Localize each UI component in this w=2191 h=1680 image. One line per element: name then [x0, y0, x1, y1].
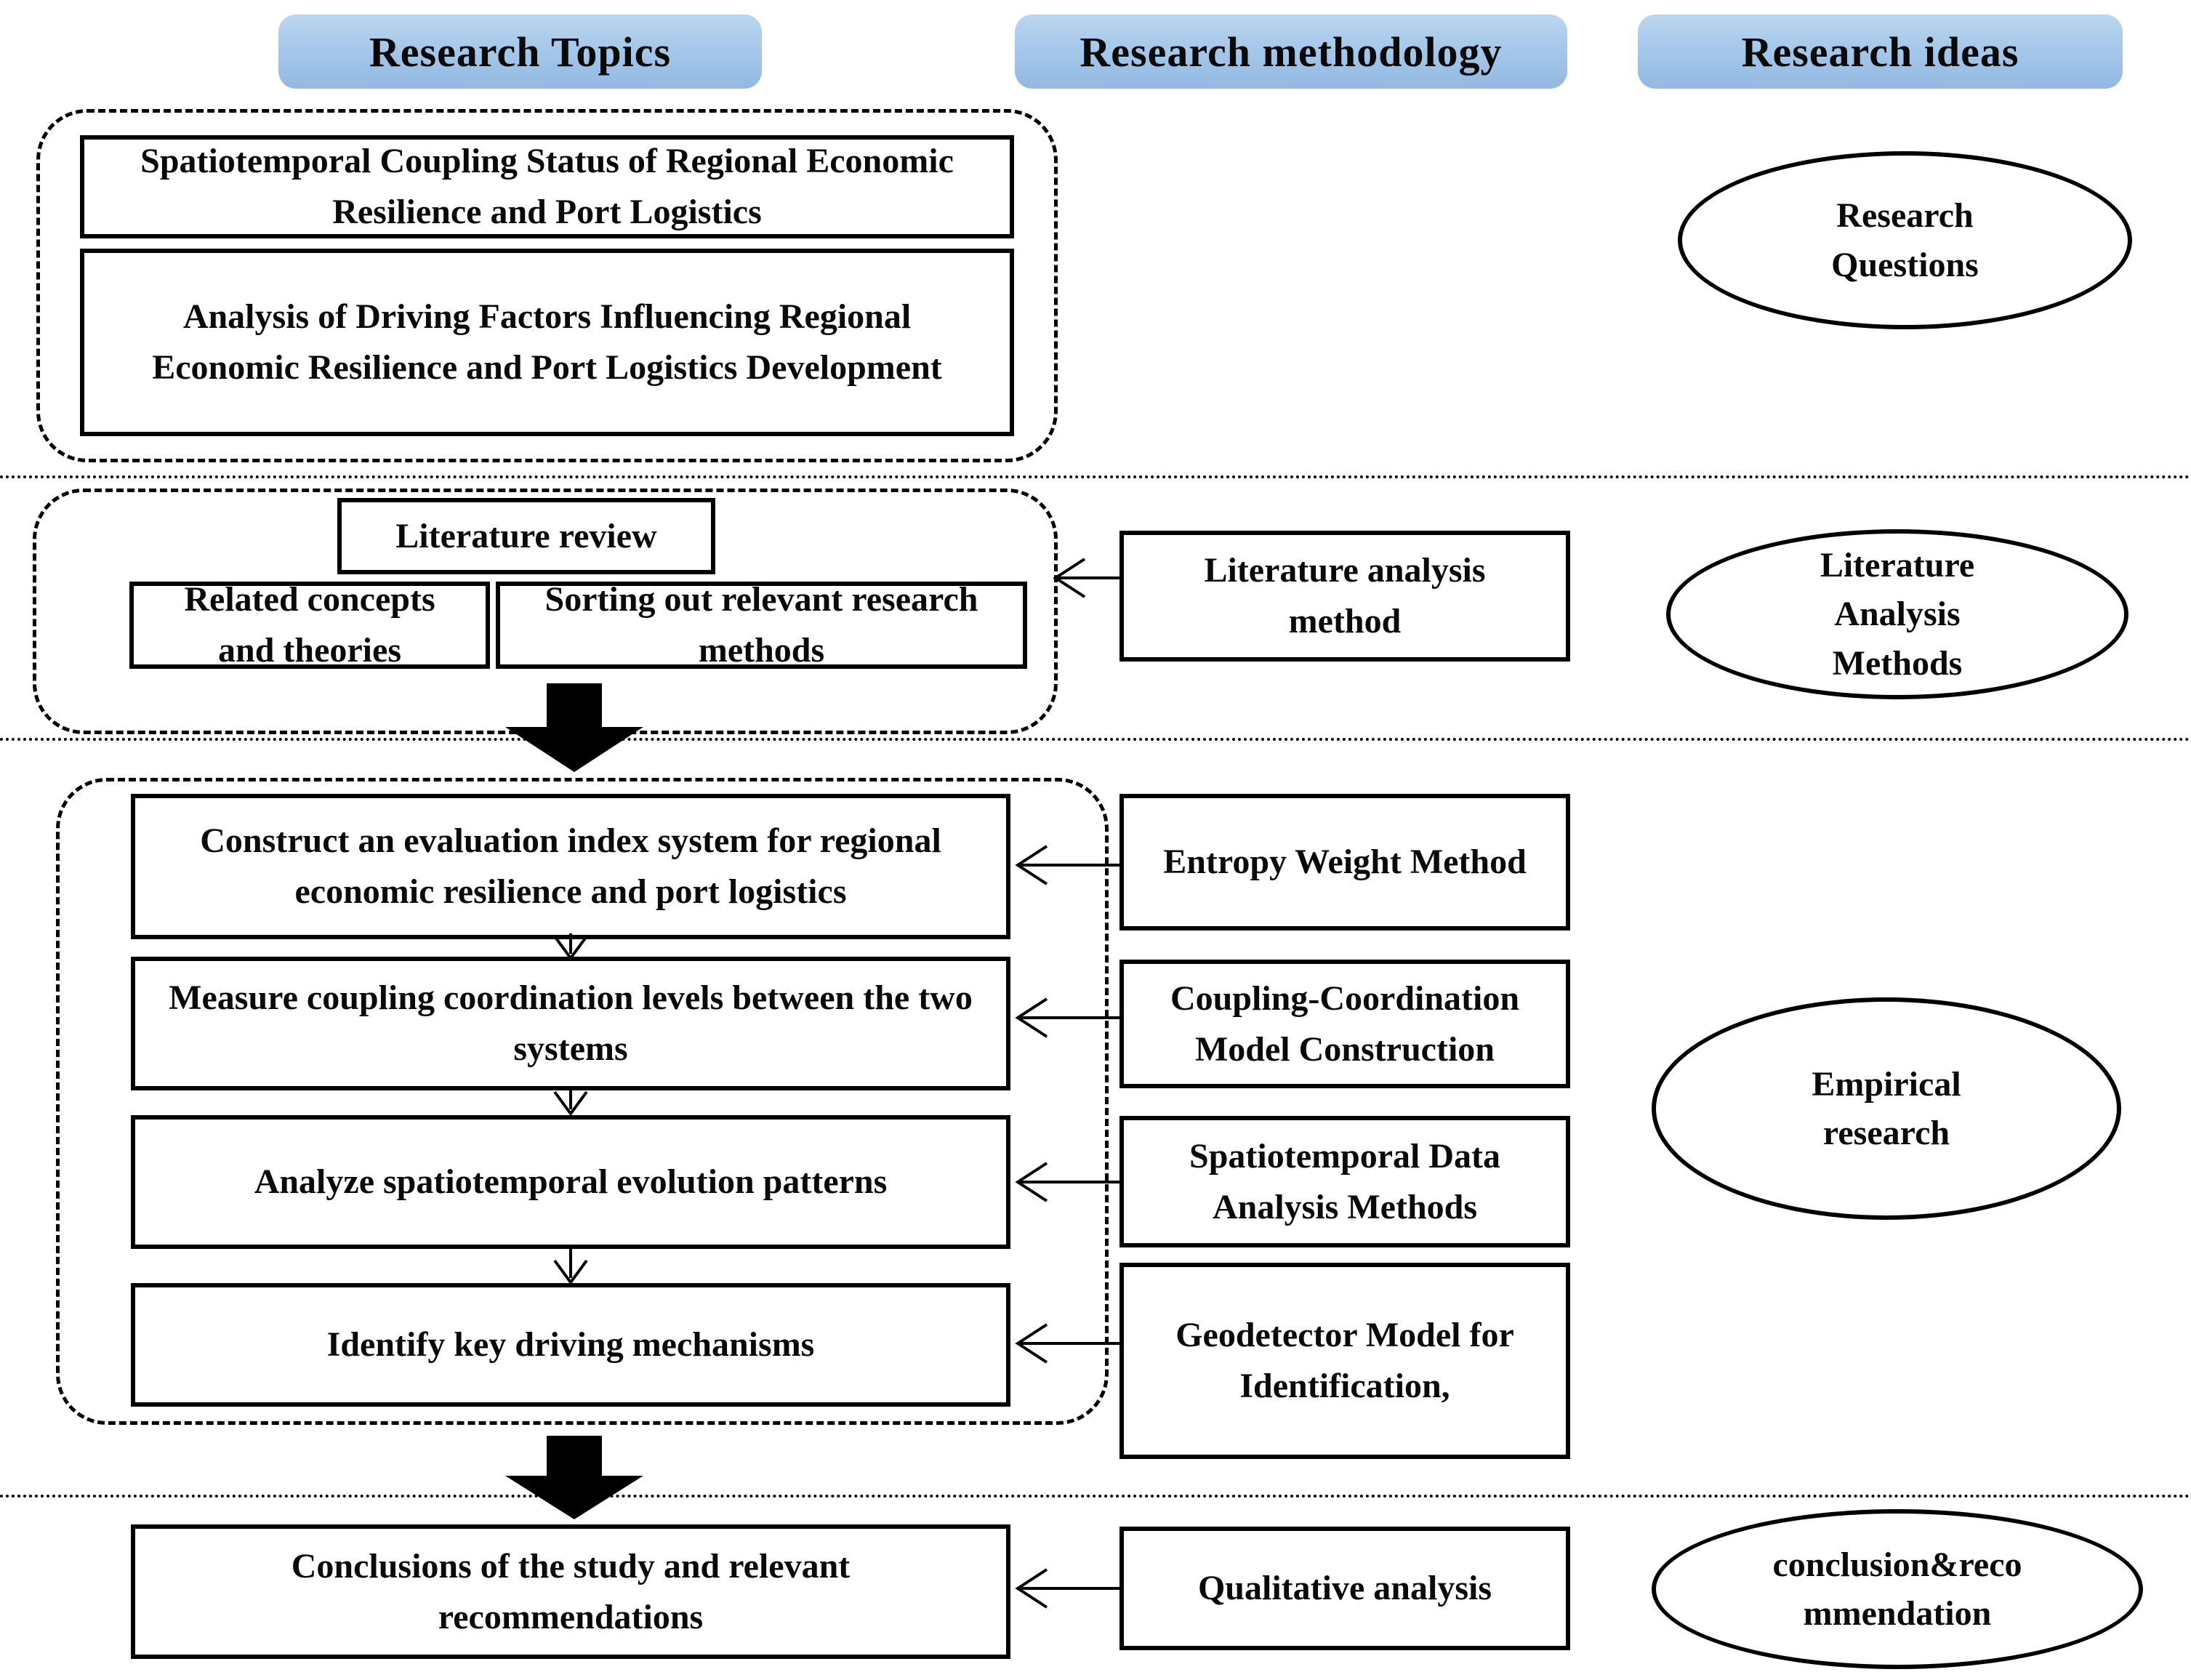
- empirical-to-conclusion-block-arrow: [505, 1436, 643, 1519]
- header-research-ideas: Research ideas: [1638, 15, 2123, 89]
- header-research-methodology: Research methodology: [1015, 15, 1567, 89]
- idea-ellipse-literature-analysis: Literature Analysis Methods: [1666, 529, 2128, 699]
- idea-conclusion-recommendation-label: conclusion&reco mmendation: [1772, 1545, 2022, 1633]
- section-empirical-container: [56, 778, 1109, 1425]
- step-box-driving-mechanisms: Identify key driving mechanisms: [131, 1283, 1010, 1407]
- literature-analysis-method-box: Literature analysis method: [1119, 531, 1570, 662]
- literature-method-arrow: [1053, 558, 1119, 598]
- idea-research-questions-label: Research Questions: [1831, 196, 1979, 284]
- header-research-topics-label: Research Topics: [369, 28, 672, 76]
- sorting-methods-box: Sorting out relevant research methods: [496, 580, 1027, 670]
- header-research-topics: Research Topics: [278, 15, 762, 89]
- method-box-spatiotemporal-data: Spatiotemporal Data Analysis Methods: [1119, 1116, 1570, 1247]
- section-divider-3: [0, 1495, 2191, 1498]
- method-box-entropy-weight: Entropy Weight Method: [1119, 794, 1570, 931]
- section-questions-container: [36, 109, 1058, 462]
- topic-box-coupling-status: Spatiotemporal Coupling Status of Region…: [80, 135, 1014, 238]
- step-box-coupling-coordination: Measure coupling coordination levels bet…: [131, 957, 1010, 1090]
- related-concepts-box: Related concepts and theories: [129, 580, 490, 670]
- idea-ellipse-conclusion-recommendation: conclusion&reco mmendation: [1652, 1509, 2143, 1669]
- step-box-spatiotemporal-patterns: Analyze spatiotemporal evolution pattern…: [131, 1115, 1010, 1249]
- header-research-methodology-label: Research methodology: [1080, 28, 1503, 76]
- header-research-ideas-label: Research ideas: [1741, 28, 2019, 76]
- step-box-evaluation-index: Construct an evaluation index system for…: [131, 794, 1010, 939]
- section-divider-1: [0, 475, 2191, 478]
- idea-ellipse-empirical-research: Empirical research: [1652, 997, 2121, 1220]
- conclusions-box: Conclusions of the study and relevant re…: [131, 1524, 1010, 1659]
- idea-empirical-research-label: Empirical research: [1812, 1064, 1961, 1152]
- method-box-geodetector: Geodetector Model for Identification,: [1119, 1263, 1570, 1459]
- idea-literature-analysis-label: Literature Analysis Methods: [1820, 546, 1975, 683]
- qualitative-analysis-arrow: [1015, 1568, 1119, 1609]
- literature-review-box: Literature review: [337, 498, 715, 574]
- method-box-coupling-model: Coupling-Coordination Model Construction: [1119, 960, 1570, 1088]
- section-divider-2: [0, 738, 2191, 741]
- topic-box-driving-factors: Analysis of Driving Factors Influencing …: [80, 249, 1014, 436]
- qualitative-analysis-box: Qualitative analysis: [1119, 1527, 1570, 1650]
- idea-ellipse-research-questions: Research Questions: [1678, 151, 2132, 329]
